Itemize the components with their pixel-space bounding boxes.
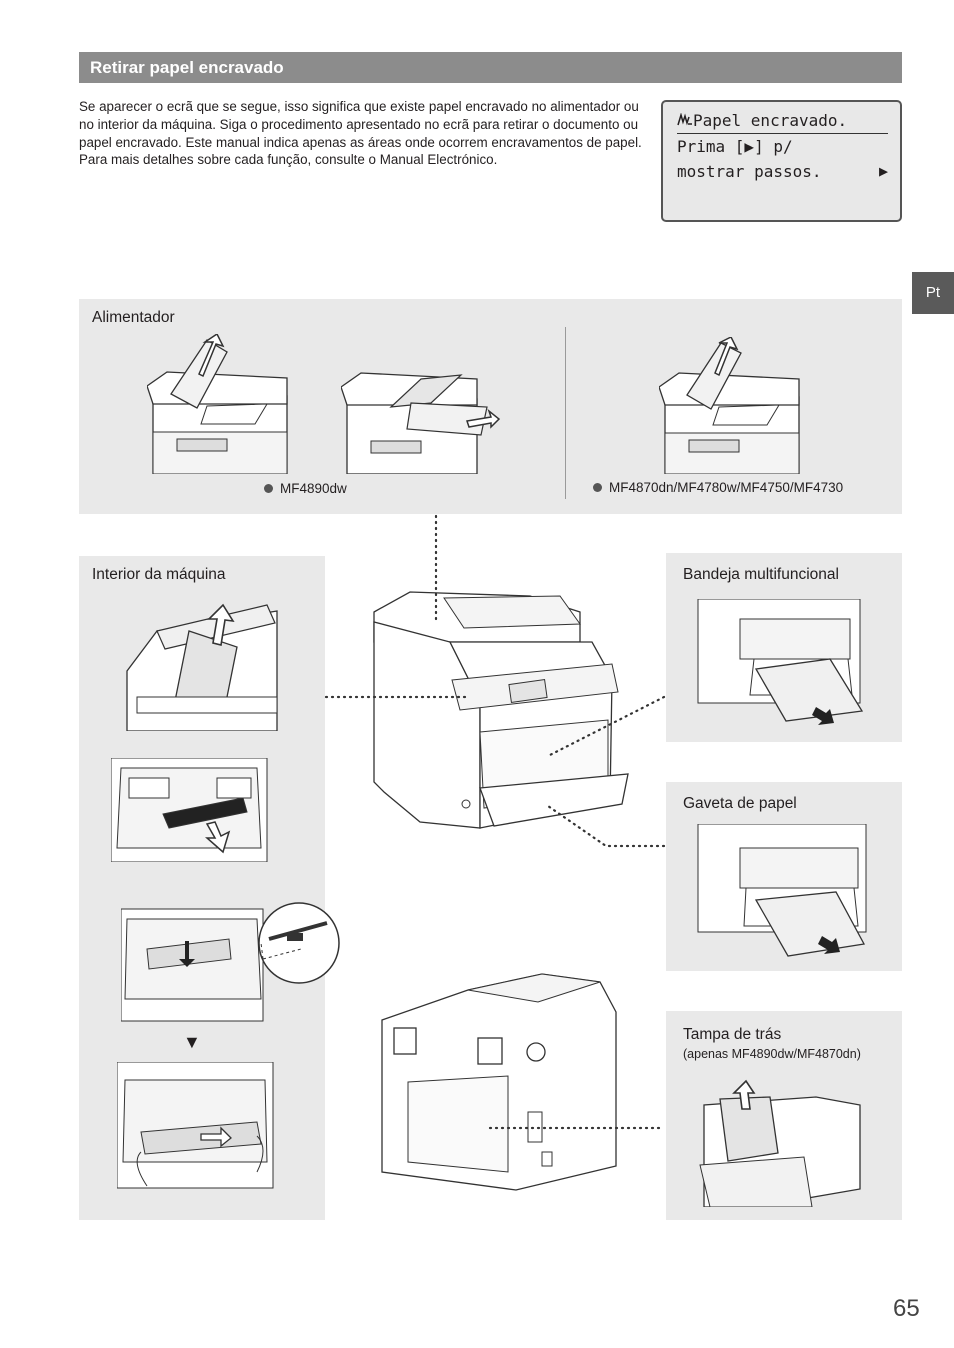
bullet-icon	[593, 483, 602, 492]
multi-tray-panel: Bandeja multifuncional	[666, 553, 902, 742]
feeder-illustration-3	[659, 337, 800, 474]
lcd-line-2: Prima [▶] p/	[677, 137, 793, 156]
rear-cover-panel: Tampa de trás (apenas MF4890dw/MF4870dn)	[666, 1011, 902, 1220]
machine-rear-illustration	[381, 973, 617, 1191]
interior-illustration-1	[126, 603, 278, 731]
interior-panel: Interior da máquina ▼	[79, 556, 340, 1220]
feeder-illustration-2	[341, 372, 501, 474]
feeder-title: Alimentador	[92, 309, 175, 326]
lcd-line-1: Papel encravado.	[677, 108, 888, 134]
lcd-line-3: mostrar passos. ▶	[677, 159, 888, 184]
feeder-caption-right: MF4870dn/MF4780w/MF4750/MF4730	[593, 480, 843, 495]
feeder-illustration-1	[147, 334, 288, 474]
machine-front-illustration	[373, 591, 629, 829]
paper-drawer-title: Gaveta de papel	[683, 795, 797, 812]
interior-illustration-4	[117, 1062, 274, 1189]
step-down-arrow-icon: ▼	[183, 1032, 201, 1052]
language-tab: Pt	[912, 272, 954, 314]
paper-drawer-panel: Gaveta de papel	[666, 782, 902, 971]
paper-drawer-illustration	[697, 824, 867, 957]
bullet-icon	[264, 484, 273, 493]
interior-illustration-3	[121, 902, 340, 1022]
rear-cover-illustration	[699, 1079, 861, 1207]
lcd-arrow-icon: ▶	[878, 162, 888, 180]
multi-tray-illustration	[697, 599, 864, 725]
rear-cover-subtitle: (apenas MF4890dw/MF4870dn)	[683, 1047, 861, 1061]
lcd-display: Papel encravado. Prima [▶] p/ mostrar pa…	[661, 100, 902, 222]
intro-text: Se aparecer o ecrã que se segue, isso si…	[79, 99, 642, 168]
feeder-divider	[565, 327, 566, 499]
paper-jam-icon	[677, 112, 692, 126]
rear-cover-title: Tampa de trás	[683, 1026, 782, 1043]
feeder-panel: Alimentador MF4890dw MF4870dn/MF4780w/MF…	[79, 299, 902, 514]
page-number: 65	[893, 1295, 920, 1322]
interior-illustration-2	[111, 758, 268, 862]
feeder-caption-left: MF4890dw	[264, 481, 347, 496]
multi-tray-title: Bandeja multifuncional	[683, 566, 839, 583]
section-title: Retirar papel encravado	[90, 58, 284, 77]
section-header: Retirar papel encravado	[79, 52, 902, 83]
interior-title: Interior da máquina	[92, 566, 226, 583]
